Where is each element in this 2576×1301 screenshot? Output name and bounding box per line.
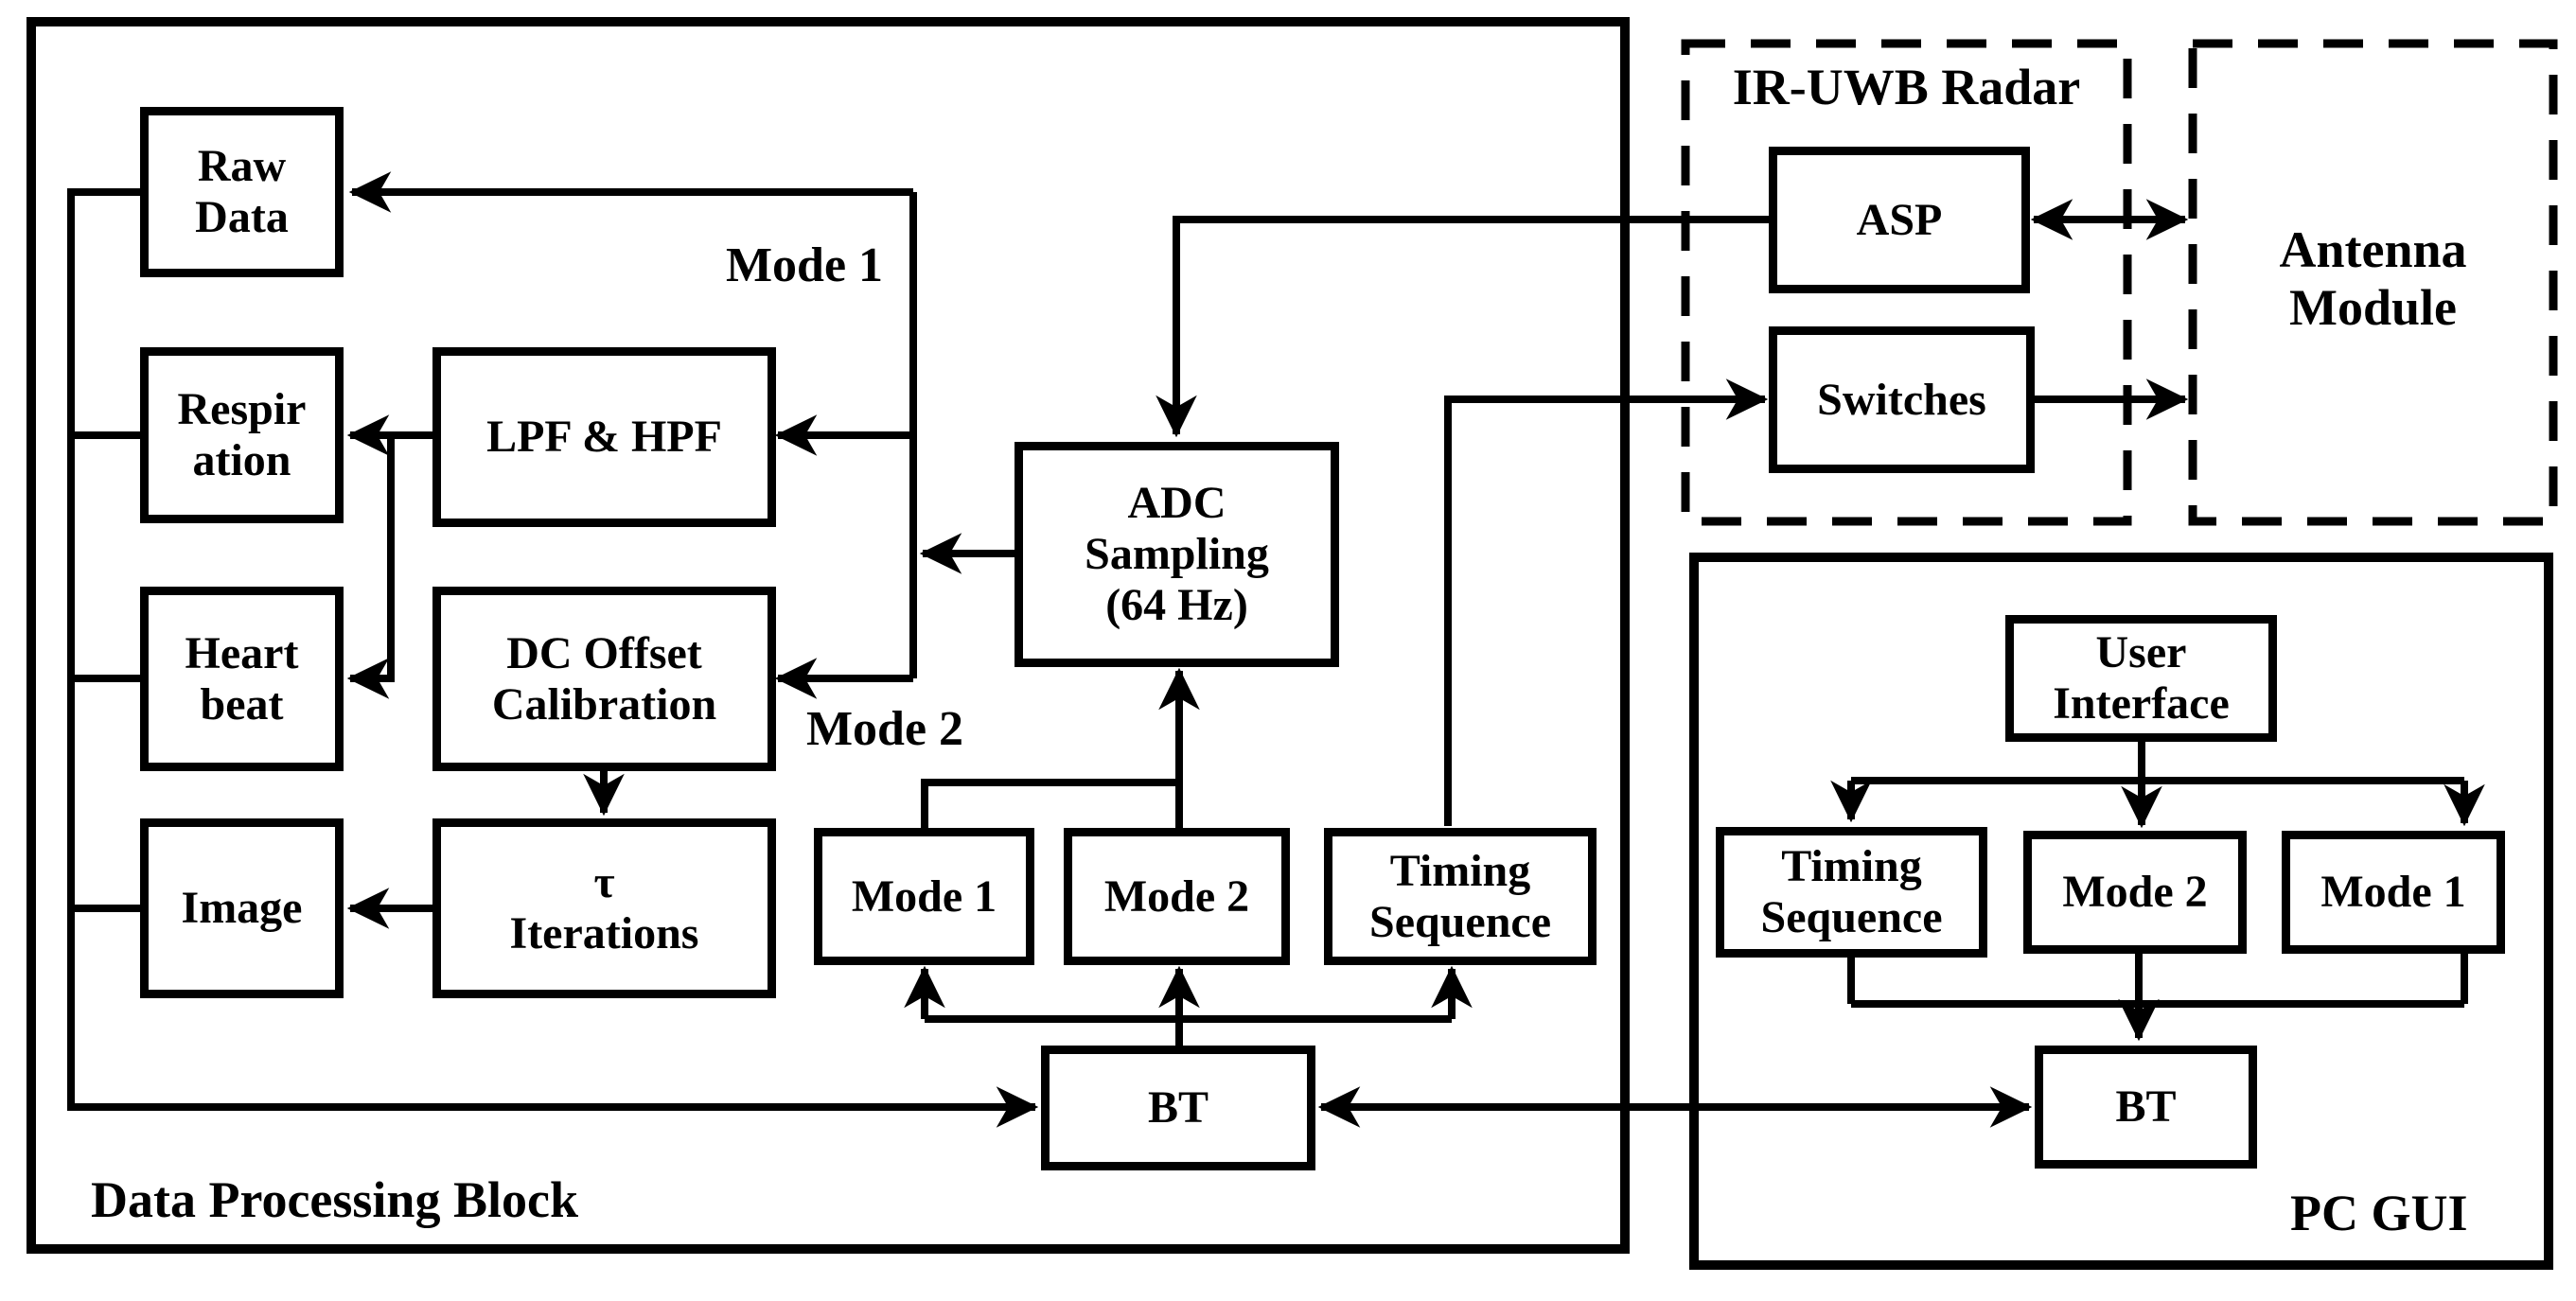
data-processing-block-frame — [26, 17, 1630, 1254]
antenna-dashed-border — [2188, 39, 2558, 526]
ir-uwb-dashed-border — [1681, 39, 2132, 526]
raw-data-box: Raw Data — [140, 107, 344, 277]
adc-sampling-box: ADC Sampling (64 Hz) — [1015, 442, 1339, 667]
tau-iterations-box: τ Iterations — [432, 818, 776, 998]
asp-box: ASP — [1769, 147, 2030, 293]
dpb-timing-sequence-box: Timing Sequence — [1324, 828, 1597, 965]
heart-beat-box: Heart beat — [140, 587, 344, 771]
respiration-box: Respir ation — [140, 347, 344, 523]
mode2-path-label: Mode 2 — [805, 702, 964, 756]
mode1-path-label: Mode 1 — [725, 238, 884, 292]
gui-mode2-box: Mode 2 — [2023, 831, 2247, 954]
wire-asp-to-adc — [1156, 216, 1769, 438]
dc-offset-calibration-box: DC Offset Calibration — [432, 587, 776, 771]
user-interface-box: User Interface — [2005, 615, 2277, 742]
image-box: Image — [140, 818, 344, 998]
antenna-module-title: Antenna Module — [2279, 221, 2467, 336]
pc-gui-title: PC GUI — [2290, 1185, 2468, 1241]
wire-left-bus-to-bt — [67, 188, 1039, 1128]
wire-timing-to-switches — [1444, 378, 1769, 826]
data-processing-block-title: Data Processing Block — [91, 1171, 578, 1228]
gui-bt-box: BT — [2035, 1046, 2257, 1169]
dpb-mode2-box: Mode 2 — [1064, 828, 1290, 965]
dpb-bt-box: BT — [1041, 1046, 1315, 1170]
wire-mode1-elbow — [921, 779, 1175, 830]
gui-mode1-box: Mode 1 — [2282, 831, 2505, 954]
pc-gui-frame — [1689, 553, 2553, 1270]
switches-box: Switches — [1769, 326, 2035, 473]
lpf-hpf-box: LPF & HPF — [432, 347, 776, 527]
dpb-mode1-box: Mode 1 — [814, 828, 1034, 965]
gui-timing-sequence-box: Timing Sequence — [1716, 827, 1987, 958]
wire-lpf-to-heartbeat — [346, 435, 395, 699]
ir-uwb-radar-title: IR-UWB Radar — [1732, 59, 2081, 115]
